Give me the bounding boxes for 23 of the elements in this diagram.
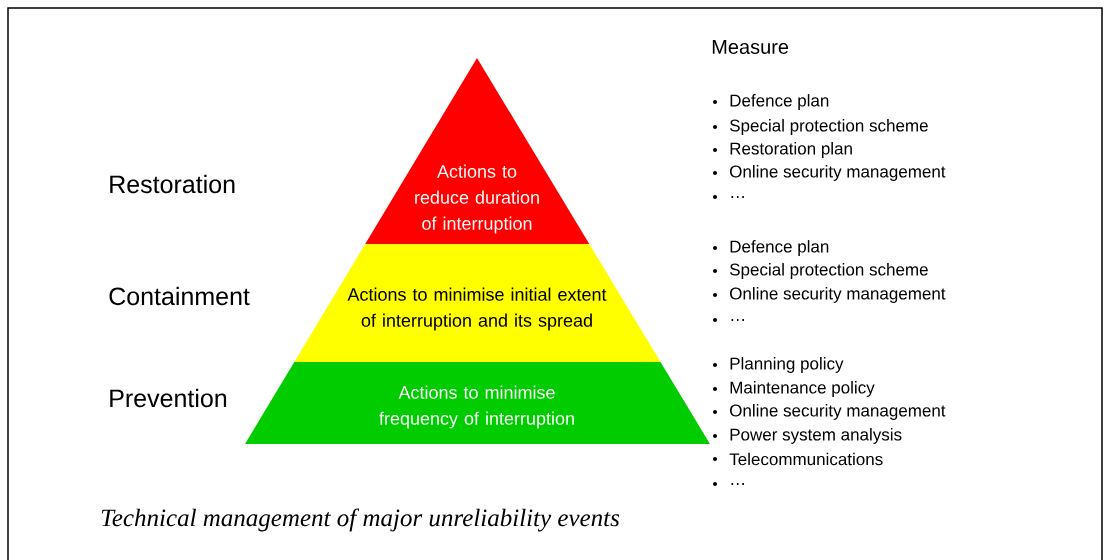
bullet-item: Power system analysis [713, 428, 902, 444]
bullet-item: Online security management [713, 165, 946, 181]
bullet-item: … [713, 195, 744, 199]
bullet-item: Defence plan [713, 240, 829, 256]
pyramid-band: Actions to minimise frequency of interruption [245, 362, 710, 444]
caption: Technical management of major unreliability events [101, 508, 620, 532]
bullet-item: Online security management [713, 404, 946, 420]
bullet-item: … [713, 318, 744, 322]
level-label: Prevention [110, 388, 227, 408]
level-label: Restoration [110, 174, 235, 194]
bullet-item: Defence plan [713, 94, 829, 110]
bullet-item: Planning policy [713, 357, 844, 373]
bullet-item: Restoration plan [713, 142, 852, 158]
level-label: Containment [109, 286, 250, 306]
pyramid-band: Actions to reduce duration of interruption [365, 58, 590, 244]
bullet-item: Online security management [713, 287, 946, 303]
bullet-item: Telecommunications [713, 452, 883, 466]
pyramid-band: Actions to minimise initial extent of interruption and its spread [294, 244, 661, 362]
bullet-item: Special protection scheme [713, 263, 928, 279]
column-heading: Measure [712, 40, 789, 54]
bullet-item: … [713, 482, 744, 486]
bullet-item: Special protection scheme [713, 119, 928, 135]
bullet-item: Maintenance policy [713, 381, 875, 397]
